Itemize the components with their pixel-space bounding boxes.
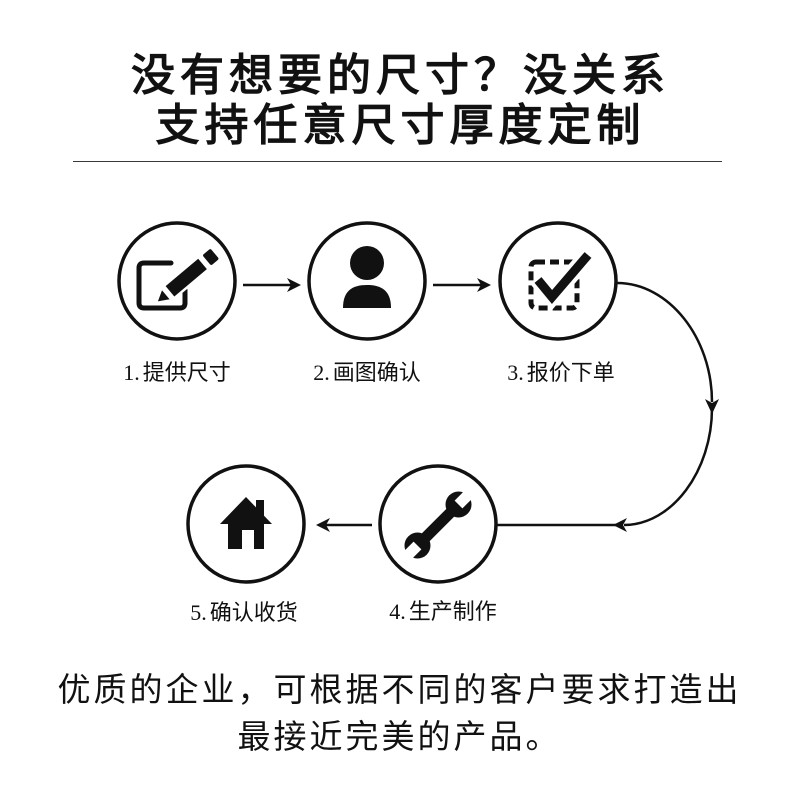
step-4-text: 生产制作: [409, 599, 497, 624]
arrow-head: [316, 518, 330, 532]
footer-line-1: 优质的企业，可根据不同的客户要求打造出: [57, 671, 742, 708]
step-2-label: 2.画图确认: [313, 360, 421, 385]
pencil-body: [162, 255, 211, 300]
header-divider: [73, 161, 722, 162]
dashed-box: [528, 259, 580, 311]
curve-lower: [623, 407, 714, 527]
wrench-shaft: [418, 505, 458, 545]
wrench-icon: [402, 489, 474, 561]
curved-connector-step3-to-step4: [497, 281, 719, 532]
step-4-circle: [378, 464, 498, 584]
step-1: 1.提供尺寸: [117, 221, 237, 385]
house-door: [242, 530, 254, 549]
step-3-label: 3.报价下单: [507, 360, 615, 385]
house-roof: [220, 497, 272, 524]
step-1-label: 1.提供尺寸: [123, 360, 231, 385]
step-1-circle: [117, 221, 237, 341]
arrow-step4-to-step5: [316, 518, 372, 532]
arrow-head-left: [613, 518, 627, 532]
wrench-slot-lower: [402, 541, 422, 561]
step-4-label: 4.生产制作: [389, 599, 497, 624]
house-chimney: [256, 500, 264, 516]
arrow-step1-to-step2: [243, 278, 301, 292]
step-5-label: 5.确认收货: [190, 600, 298, 625]
arrow-head: [477, 278, 491, 292]
step-1-text: 提供尺寸: [143, 360, 231, 385]
step-5: 5.确认收货: [186, 464, 306, 625]
step-2-number: 2.: [313, 360, 330, 385]
step-2-text: 画图确认: [333, 360, 421, 385]
step-5-text: 确认收货: [210, 600, 298, 625]
headline-line-2: 支持任意尺寸厚度定制: [155, 101, 646, 150]
step-4: 4.生产制作: [378, 464, 498, 624]
step-2-circle: [307, 221, 427, 341]
step-3-circle: [498, 221, 618, 341]
edit-icon: [136, 246, 221, 311]
step-4-number: 4.: [389, 599, 406, 624]
step-3: 3.报价下单: [498, 221, 618, 385]
checkbox-icon: [528, 249, 595, 311]
wrench-slot-upper: [454, 489, 474, 509]
check-mark: [534, 252, 592, 304]
step-3-text: 报价下单: [527, 360, 615, 385]
pencil: [154, 246, 221, 305]
step-2: 2.画图确认: [307, 221, 427, 385]
user-icon: [343, 246, 391, 308]
step-5-number: 5.: [190, 600, 207, 625]
house-icon: [220, 497, 272, 549]
step-1-number: 1.: [123, 360, 140, 385]
arrow-head: [287, 278, 301, 292]
arrow-head-down: [705, 399, 719, 414]
pencil-eraser: [200, 246, 221, 268]
step-3-number: 3.: [507, 360, 524, 385]
arrow-step2-to-step3: [433, 278, 491, 292]
pencil-tip: [154, 285, 175, 305]
user-body: [343, 285, 391, 308]
edit-box: [136, 260, 188, 311]
footer-line-2: 最接近完美的产品。: [237, 718, 562, 755]
step-5-circle: [186, 464, 306, 584]
curve-upper: [616, 281, 714, 403]
user-head: [350, 246, 384, 280]
headline-line-1: 没有想要的尺寸？没关系: [131, 51, 670, 100]
